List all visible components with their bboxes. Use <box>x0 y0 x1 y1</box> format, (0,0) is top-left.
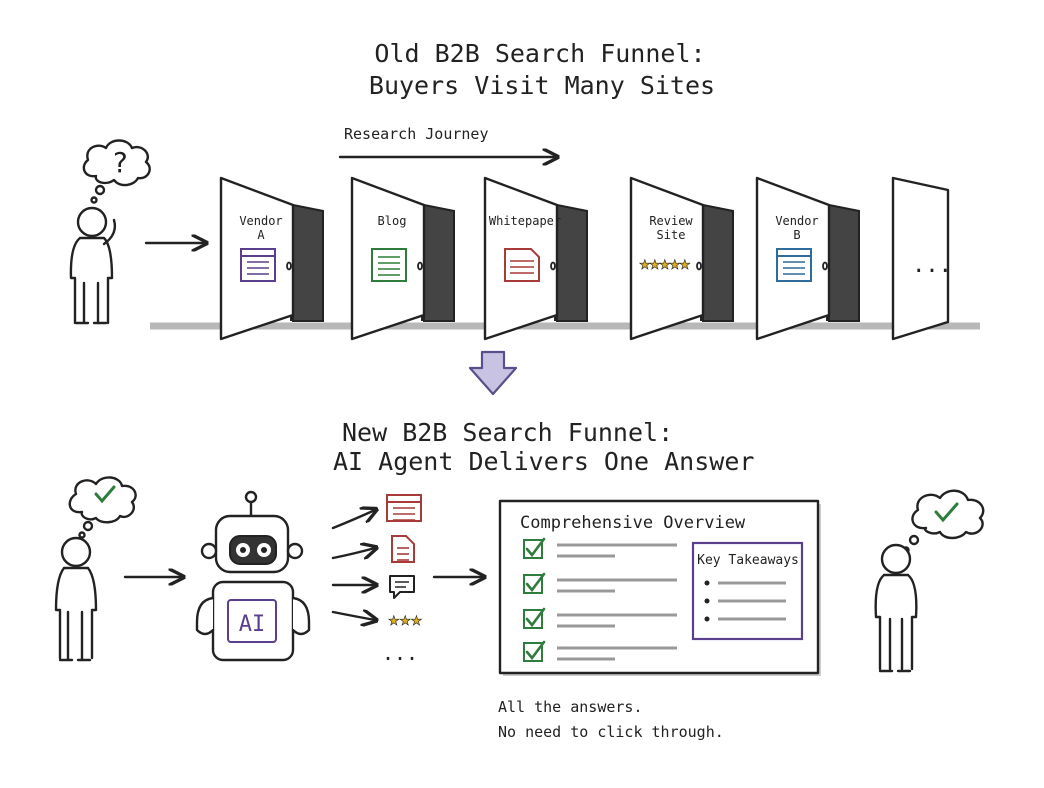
door-label: Whitepaper <box>489 214 561 228</box>
document-page-icon <box>504 248 540 282</box>
door-knob <box>696 261 702 271</box>
checkmark-icon <box>525 640 546 661</box>
transition-down-arrow <box>468 350 518 396</box>
checkmark-icon <box>934 502 959 523</box>
checkbox-icon <box>523 539 543 559</box>
key-takeaways-box <box>691 541 804 641</box>
rating-stars-icon: ★★★ <box>388 614 423 630</box>
thought-bubble-icon <box>82 139 151 187</box>
checkmark-icon <box>525 572 546 593</box>
door-knob <box>822 261 828 271</box>
door-knob <box>550 261 556 271</box>
takeaway-item <box>704 598 786 604</box>
document-lines-icon <box>371 248 407 282</box>
caption-line2: No need to click through. <box>498 723 724 741</box>
svg-text:★: ★ <box>679 258 691 273</box>
caption-line1: All the answers. <box>498 698 643 716</box>
door-partial <box>891 176 950 341</box>
checklist-item <box>523 607 677 629</box>
checkbox-icon <box>523 609 543 629</box>
robot-ai-label: AI <box>239 612 266 637</box>
door-label-sub: A <box>257 228 265 242</box>
informed-buyer-figure <box>874 489 985 673</box>
browser-window-icon <box>240 248 276 282</box>
old-funnel-title-line1: Old B2B Search Funnel: <box>374 39 705 68</box>
checklist-item <box>523 537 677 559</box>
door-knob <box>417 261 423 271</box>
source-arrows <box>331 510 375 620</box>
door-label: Blog <box>378 214 407 228</box>
svg-text:★: ★ <box>639 258 651 273</box>
browser-window-icon <box>386 494 422 522</box>
overview-checklist <box>523 537 677 662</box>
rating-stars-icon: ★★★★★ <box>639 258 691 274</box>
door-label: Review <box>649 214 693 228</box>
more-doors-ellipsis: ... <box>912 253 952 278</box>
key-takeaways-title: Key Takeaways <box>697 553 799 568</box>
checklist-item <box>523 572 677 594</box>
svg-text:★: ★ <box>399 614 411 629</box>
question-mark: ? <box>112 146 129 179</box>
more-sources-ellipsis: ... <box>382 641 418 665</box>
browser-window-icon <box>776 248 812 282</box>
bullet-dot <box>704 598 710 604</box>
comprehensive-overview-panel: Comprehensive Overview Key Takeaways <box>498 499 821 676</box>
door-knob <box>286 261 292 271</box>
svg-text:★: ★ <box>669 258 681 273</box>
ai-agent-robot: AI <box>195 490 311 662</box>
takeaway-item <box>704 616 786 622</box>
document-page-icon <box>391 535 415 563</box>
overview-title: Comprehensive Overview <box>520 513 746 533</box>
research-journey-label: Research Journey <box>344 125 489 143</box>
svg-text:★: ★ <box>388 614 400 629</box>
bullet-dot <box>704 580 710 586</box>
door-3: Whitepaper <box>483 176 588 341</box>
checklist-item <box>523 640 677 662</box>
door-label-sub: B <box>793 228 800 242</box>
checkmark-icon <box>94 485 116 504</box>
door-2: Blog <box>350 176 455 341</box>
chat-bubble-icon <box>389 575 415 599</box>
confused-buyer-figure: ? <box>69 139 151 325</box>
checkbox-icon <box>523 642 543 662</box>
checkbox-icon <box>523 574 543 594</box>
old-funnel-title-line2: Buyers Visit Many Sites <box>369 71 715 100</box>
door-label: Vendor <box>239 214 282 228</box>
door-label: Vendor <box>775 214 818 228</box>
bullet-dot <box>704 616 710 622</box>
svg-text:★: ★ <box>649 258 661 273</box>
checkmark-icon <box>525 537 546 558</box>
takeaway-bullets <box>704 580 786 622</box>
source-icon-column: ★★★ <box>386 494 423 630</box>
takeaway-item <box>704 580 786 586</box>
new-funnel-title-line2: AI Agent Delivers One Answer <box>333 447 754 476</box>
svg-text:★: ★ <box>659 258 671 273</box>
new-funnel-title-line1: New B2B Search Funnel: <box>342 418 673 447</box>
svg-text:★: ★ <box>411 614 423 629</box>
door-label-sub: Site <box>657 228 686 242</box>
checkmark-icon <box>525 607 546 628</box>
satisfied-buyer-figure <box>54 476 137 662</box>
